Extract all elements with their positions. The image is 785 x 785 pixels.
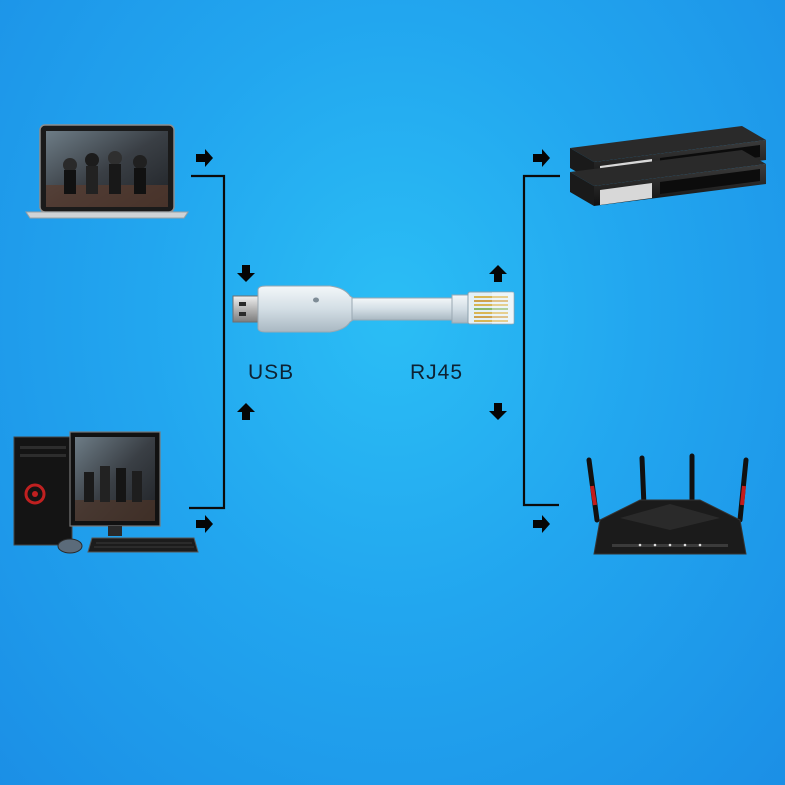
rj45-label: RJ45 <box>410 361 464 384</box>
laptop-icon <box>25 124 189 219</box>
desktop-computer-icon <box>13 431 199 554</box>
arrow-icon <box>489 403 507 420</box>
arrow-icon <box>533 515 550 533</box>
console-cable <box>232 285 515 333</box>
arrow-icon <box>237 265 255 282</box>
arrow-icon <box>196 149 213 167</box>
left-connector-line <box>189 174 226 510</box>
usb-label: USB <box>248 361 295 384</box>
rj45-plug-icon <box>467 291 515 325</box>
right-connector-line <box>522 174 560 507</box>
arrow-icon <box>196 515 213 533</box>
wireless-router-icon <box>586 453 749 555</box>
network-switch-icon <box>570 126 766 206</box>
arrow-icon <box>489 265 507 282</box>
arrow-icon <box>237 403 255 420</box>
arrow-icon <box>533 149 550 167</box>
